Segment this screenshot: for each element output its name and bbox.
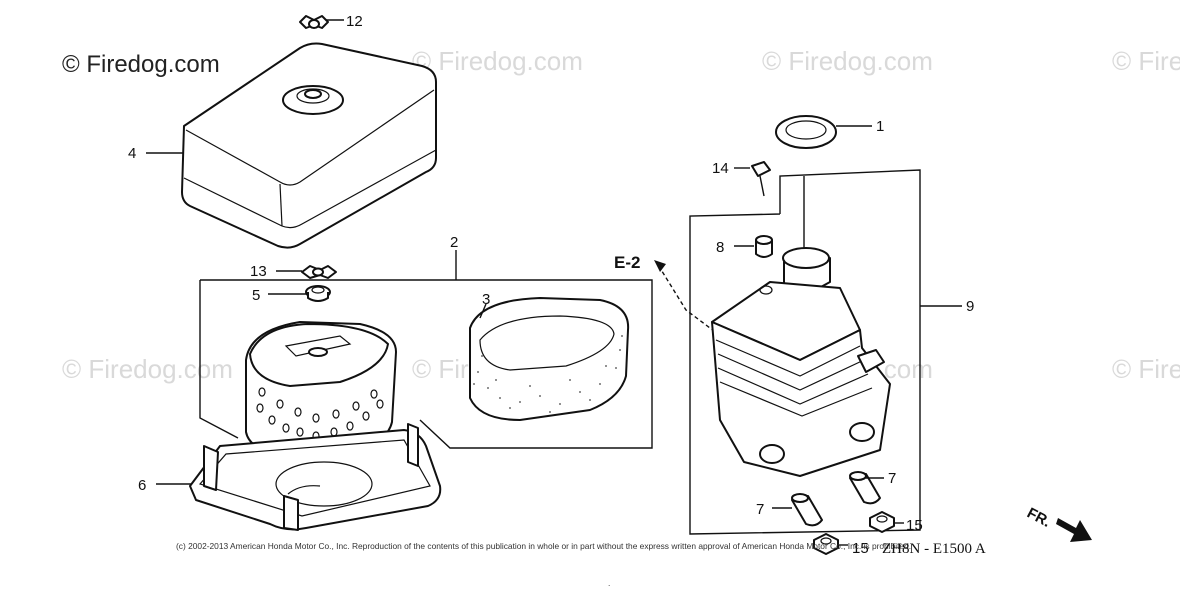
part-9-elbow [711, 176, 891, 477]
callout-7b: 7 [888, 470, 896, 487]
part-3-foam-element [469, 297, 630, 421]
callout-14: 14 [712, 160, 729, 177]
part-8-collar [734, 235, 773, 258]
watermark-main: © Firedog.com [62, 51, 220, 78]
copyright-notice: (c) 2002-2013 American Honda Motor Co., … [176, 541, 911, 551]
callout-2: 2 [450, 234, 458, 251]
watermark-2: © Firedog.com [762, 46, 933, 76]
part-6-base [156, 423, 442, 531]
part-14-bolt [734, 161, 771, 197]
callout-5: 5 [252, 287, 260, 304]
callout-7a: 7 [756, 501, 764, 518]
callout-13: 13 [250, 263, 267, 280]
callout-12: 12 [346, 13, 363, 30]
part-5-grommet [268, 285, 331, 302]
callout-3: 3 [482, 291, 490, 308]
callout-15b: 15 [906, 517, 923, 534]
direction-label: FR. [1024, 505, 1053, 531]
bracket-part-2 [199, 250, 653, 449]
part-7-tube-b [849, 471, 884, 505]
part-12-wing-nut [299, 15, 344, 29]
footer-mark: . [608, 578, 610, 588]
callout-1: 1 [876, 118, 884, 135]
front-arrow-icon [1056, 518, 1092, 542]
part-15-nut-a [813, 533, 848, 555]
part-15-nut-b [869, 511, 904, 533]
bracket-part-9 [689, 169, 962, 535]
part-13-wing-nut [276, 265, 337, 279]
part-4-cover [146, 42, 437, 249]
watermark-3: © Firedog.com [62, 354, 233, 384]
reference-e2: E-2 [614, 253, 640, 272]
part-7-tube-a [772, 493, 823, 527]
callout-15a: 15 [852, 540, 869, 557]
part-2-paper-element [245, 321, 397, 457]
diagram-code: ZH8N - E1500 A [882, 541, 986, 557]
callout-6: 6 [138, 477, 146, 494]
callout-9: 9 [966, 298, 974, 315]
part-1-seal [775, 115, 872, 149]
callout-8: 8 [716, 239, 724, 256]
callout-4: 4 [128, 145, 136, 162]
watermark-1: © Firedog.com [412, 46, 583, 76]
watermark-7: © Fire [1112, 354, 1180, 384]
watermark-6: © Fire [1112, 46, 1180, 76]
